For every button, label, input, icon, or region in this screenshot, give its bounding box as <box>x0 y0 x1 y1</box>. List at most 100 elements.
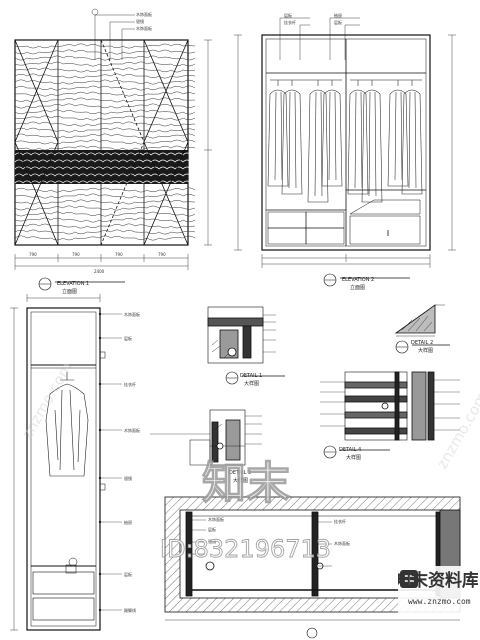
garment <box>347 89 369 195</box>
wood-grain-line <box>14 115 196 121</box>
garment <box>387 89 409 187</box>
garment <box>361 89 383 203</box>
garment-fold <box>314 91 323 197</box>
garment <box>307 89 329 203</box>
elevation-1-dim: 790 <box>29 252 37 257</box>
plan-note: 木饰面板 <box>208 516 224 522</box>
detail-2-title: DETAIL 2 <box>411 340 433 346</box>
brand-badge: 知末资料库 www.znzmo.com <box>398 566 478 614</box>
elevation-2-title: ELEVATION 2 <box>342 277 374 283</box>
brand-mark: 知末资料库 www.znzmo.com <box>398 570 478 606</box>
section-note: 层板 <box>124 571 132 577</box>
wood-grain-line <box>14 61 196 67</box>
leader-dot <box>98 382 102 386</box>
detail-4 <box>320 371 460 459</box>
elevation-1-total-dim: 2400 <box>94 269 105 274</box>
section-note: 踢脚线 <box>124 607 136 613</box>
garment-fold <box>328 91 337 181</box>
wood-grain-line <box>14 223 196 229</box>
elevation-1-note: 木饰面板 <box>136 11 152 17</box>
section-note: 挂衣杆 <box>124 381 136 387</box>
brand-logo-glyph <box>404 575 414 585</box>
detail-1 <box>207 306 285 385</box>
elevation-1-note: 银镜 <box>136 18 144 24</box>
section-note: 银镜 <box>124 475 132 481</box>
wood-grain-line <box>14 79 196 85</box>
detail-3 <box>150 409 262 466</box>
wood-grain-line <box>14 229 196 235</box>
detail-2 <box>394 304 450 354</box>
elevation-2 <box>234 17 456 287</box>
detail-1-subtitle: 大样图 <box>244 380 259 387</box>
garment <box>281 89 303 195</box>
band-pattern-line <box>14 180 192 184</box>
wood-grain-line <box>14 97 196 103</box>
watermark-logo-text: 知末 <box>202 458 290 509</box>
elevation-1-dim: 790 <box>72 252 80 257</box>
garment-fold <box>394 91 403 181</box>
detail-3-title: DETAIL 3 <box>229 470 251 476</box>
section-note: 木饰面板 <box>124 427 140 433</box>
plan-note: 银镜 <box>208 538 216 544</box>
garment <box>321 89 343 187</box>
section-a <box>10 294 122 631</box>
wood-grain-line <box>14 205 196 211</box>
section-note: 层板 <box>124 335 132 341</box>
wood-grain-line <box>14 103 196 109</box>
section-note: 抽屉 <box>124 519 132 525</box>
garment-fold <box>354 91 363 189</box>
detail-2-subtitle: 大样图 <box>418 347 433 354</box>
wood-grain-line <box>14 139 196 145</box>
brand-url: www.znzmo.com <box>408 597 471 606</box>
wood-grain-line <box>14 121 196 127</box>
garment <box>267 89 289 187</box>
leader-dot <box>98 336 102 340</box>
wood-grain-line <box>14 193 196 199</box>
elevation-1-note: 木饰面板 <box>136 25 152 31</box>
elevation-2-subtitle: 立面图 <box>350 284 365 291</box>
plan-note: 木饰面板 <box>334 540 350 546</box>
wood-grain-line <box>14 43 196 49</box>
elevation-1-subtitle: 立面图 <box>62 288 77 295</box>
detail-4-subtitle: 大样图 <box>346 454 361 461</box>
band-pattern-line <box>14 152 192 156</box>
leader-dot <box>98 312 102 316</box>
elevation-2-note: 层板 <box>284 12 292 18</box>
elevation-2-note: 抽屉 <box>334 12 342 18</box>
plan-note: 层板 <box>208 526 216 532</box>
wood-grain-line <box>14 133 196 139</box>
watermark-faint: znzmo.com <box>18 359 76 442</box>
watermark-faint: znzmo.com <box>433 389 480 472</box>
wood-grain-line <box>14 67 196 73</box>
detail-3-subtitle: 大样图 <box>233 477 248 484</box>
elevation-2-note: 挂衣杆 <box>284 19 296 25</box>
leader-dot <box>98 428 102 432</box>
band-pattern-line <box>14 159 192 163</box>
watermark-id: ID:832196713 <box>160 535 331 563</box>
wood-grain-line <box>14 49 196 55</box>
detail-4-title: DETAIL 4 <box>339 447 361 453</box>
leader-dot <box>98 572 102 576</box>
garment <box>401 89 423 195</box>
section-note: 木饰面板 <box>124 311 140 317</box>
leader-dot <box>98 476 102 480</box>
wood-grain-line <box>14 199 196 205</box>
wood-grain-line <box>14 127 196 133</box>
brand-name: 知末资料库 <box>398 570 478 591</box>
garment-fold <box>288 91 297 189</box>
wood-grain-line <box>14 217 196 223</box>
elevation-1-dim: 790 <box>115 252 123 257</box>
wood-grain-line <box>14 55 196 61</box>
garment-fold <box>408 91 417 189</box>
section-a-notes: 木饰面板 层板 挂衣杆 木饰面板 银镜 抽屉 层板 踢脚线 <box>124 311 140 613</box>
garment-fold <box>274 91 283 181</box>
elevation-2-note: 层板 <box>334 19 342 25</box>
elevation-1 <box>14 8 212 291</box>
plan-note: 挂衣杆 <box>334 518 346 524</box>
garment-fold <box>368 91 377 197</box>
band-pattern-line <box>14 166 192 170</box>
elevation-1-dim: 790 <box>158 252 166 257</box>
leader-dot <box>98 520 102 524</box>
